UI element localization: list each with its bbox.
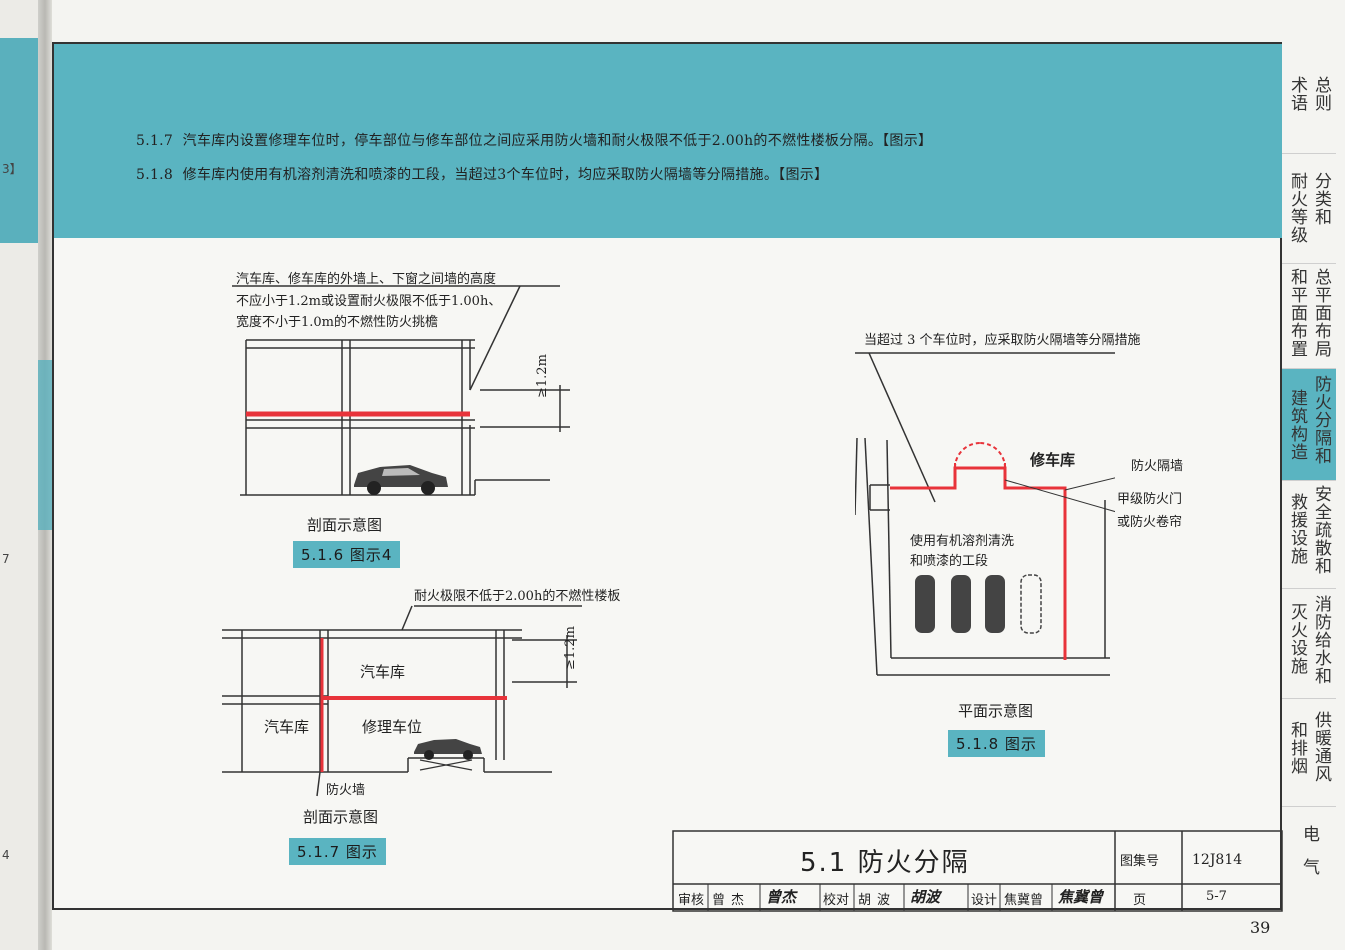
fig1-note-line-3: 宽度不小于1.0m的不燃性防火挑檐 — [236, 315, 439, 330]
check-name: 胡波 — [858, 893, 897, 908]
fig3-door-line-1: 甲级防火门 — [1117, 492, 1183, 507]
fig1-caption: 剖面示意图 — [307, 516, 383, 534]
left-page-number-7: 7 — [2, 552, 10, 566]
fig1-dimension: ≥1.2m — [535, 354, 550, 398]
tab-text-col: 总则 — [1311, 76, 1331, 112]
tab-classification[interactable]: 分类和 耐火等级 — [1282, 154, 1336, 264]
design-label: 设计 — [971, 893, 998, 908]
spine-teal-mark — [38, 360, 52, 530]
parking-cars — [915, 574, 1042, 634]
tab-electrical[interactable]: 电气 — [1282, 807, 1336, 912]
fig3-door-line-2: 或防火卷帘 — [1117, 515, 1183, 530]
tab-fire-separation[interactable]: 防火分隔和 建筑构造 — [1282, 369, 1336, 481]
design-signature: 焦冀曾 — [1058, 888, 1104, 906]
tab-text-col: 和平面布置 — [1287, 268, 1307, 358]
fig2-room-repair: 修理车位 — [362, 718, 423, 736]
tab-evacuation[interactable]: 安全疏散和 救援设施 — [1282, 481, 1336, 589]
tab-text-col: 分类和 — [1311, 172, 1331, 226]
tab-text-col: 灭火设施 — [1287, 603, 1307, 675]
car-icon — [354, 465, 448, 495]
fig2-note: 耐火极限不低于2.00h的不燃性楼板 — [414, 589, 621, 604]
tab-ventilation[interactable]: 供暖通风 和排烟 — [1282, 699, 1336, 807]
tab-text-col: 耐火等级 — [1287, 172, 1307, 244]
fig3-caption: 平面示意图 — [958, 702, 1034, 720]
page-number: 39 — [1250, 918, 1271, 937]
fig3-leader-lines — [1004, 477, 1115, 513]
page-title: 5.1 防火分隔 — [800, 848, 970, 878]
left-page-number-4: 4 — [2, 848, 10, 862]
fig1-section-drawing — [232, 285, 570, 496]
fig2-section-drawing — [222, 605, 582, 797]
left-page-bracket: 3】 — [2, 162, 22, 176]
title-block-grid — [672, 830, 1283, 912]
fig3-fire-door-icon — [954, 442, 1006, 488]
tab-text-col: 安全疏散和 — [1311, 485, 1331, 575]
tab-text-col: 电气 — [1299, 825, 1319, 891]
spec-header-band — [54, 44, 1282, 238]
spec-5-1-8: 5.1.8 修车库内使用有机溶剂清洗和喷漆的工段，当超过3个车位时，均应采取防火… — [136, 164, 828, 184]
spec-text: 汽车库内设置修理车位时，停车部位与修车部位之间应采用防火墙和耐火极限不低于2.0… — [182, 133, 933, 149]
fig2-caption: 剖面示意图 — [303, 808, 379, 826]
tab-text-col: 防火分隔和 — [1311, 375, 1331, 465]
fig3-label: 5.1.8 图示 — [948, 730, 1045, 757]
spec-number: 5.1.7 — [136, 133, 174, 149]
tab-text-col: 和排烟 — [1287, 721, 1307, 775]
lift-platform — [419, 759, 473, 771]
fig2-wall-label: 防火墙 — [326, 783, 366, 798]
spec-number: 5.1.8 — [136, 167, 174, 183]
check-label: 校对 — [823, 893, 850, 908]
tab-text-col: 消防给水和 — [1311, 595, 1331, 685]
fig3-area-line-2: 和喷漆的工段 — [910, 554, 989, 569]
fig2-dimension: ≥1.2m — [563, 626, 578, 670]
tab-text-col: 术语 — [1287, 76, 1307, 112]
atlas-number-label: 图集号 — [1120, 854, 1160, 869]
tab-text-col: 救援设施 — [1287, 493, 1307, 565]
tab-site-layout[interactable]: 总平面布局 和平面布置 — [1282, 264, 1336, 369]
tab-text-col: 总平面布局 — [1311, 268, 1331, 358]
fig1-note-line-1: 汽车库、修车库的外墙上、下窗之间墙的高度 — [236, 272, 497, 287]
review-signature: 曾杰 — [766, 888, 797, 906]
check-signature: 胡波 — [910, 888, 941, 906]
fig3-plan-drawing — [855, 352, 1115, 676]
chapter-tabs: 总则 术语 分类和 耐火等级 总平面布局 和平面布置 防火分隔和 建筑构造 安全… — [1282, 42, 1345, 912]
fig2-room-left: 汽车库 — [264, 718, 310, 736]
tab-general-terms[interactable]: 总则 术语 — [1282, 42, 1336, 154]
spec-text: 修车库内使用有机溶剂清洗和喷漆的工段，当超过3个车位时，均应采取防火隔墙等分隔措… — [182, 167, 829, 183]
page-label: 页 — [1133, 893, 1147, 908]
fig3-room-label: 修车库 — [1030, 451, 1076, 469]
tab-text-col: 建筑构造 — [1287, 389, 1307, 461]
tab-water-supply[interactable]: 消防给水和 灭火设施 — [1282, 589, 1336, 699]
tab-text-col: 供暖通风 — [1311, 711, 1331, 783]
atlas-number: 12J814 — [1192, 852, 1243, 868]
fig2-label: 5.1.7 图示 — [289, 838, 386, 865]
spec-5-1-7: 5.1.7 汽车库内设置修理车位时，停车部位与修车部位之间应采用防火墙和耐火极限… — [136, 130, 932, 150]
car-icon — [414, 739, 482, 760]
sheet-number: 5-7 — [1206, 889, 1227, 904]
fig3-area-line-1: 使用有机溶剂清洗 — [910, 534, 1015, 549]
left-page-teal-band — [0, 38, 40, 243]
review-label: 审核 — [678, 893, 705, 908]
fig1-note-line-2: 不应小于1.2m或设置耐火极限不低于1.00h、 — [236, 294, 502, 309]
design-name: 焦冀曾 — [1004, 893, 1044, 908]
fig3-note: 当超过 3 个车位时，应采取防火隔墙等分隔措施 — [864, 333, 1141, 348]
fig1-label: 5.1.6 图示4 — [293, 541, 401, 568]
fig2-room-upper: 汽车库 — [360, 663, 406, 681]
review-name: 曾杰 — [712, 893, 751, 908]
fig3-wall-label: 防火隔墙 — [1131, 459, 1184, 474]
